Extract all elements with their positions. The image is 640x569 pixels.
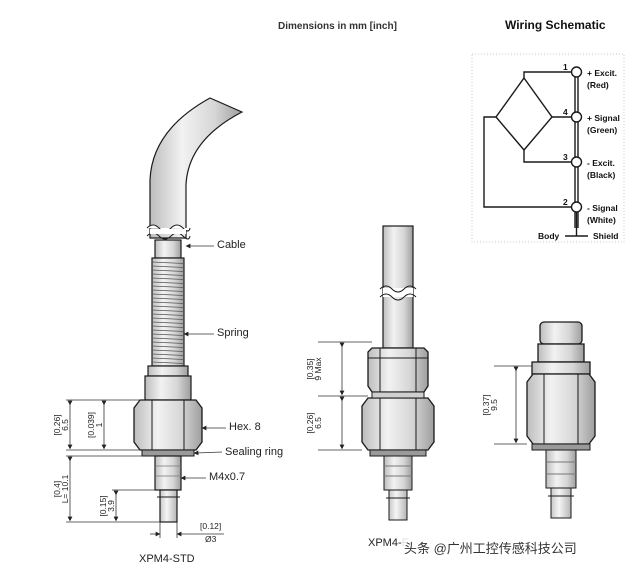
- dimensions-title: Dimensions in mm [inch]: [278, 21, 397, 32]
- terminal-1-pin: 1: [563, 62, 568, 72]
- terminal-2-label-color: (White): [587, 215, 616, 225]
- terminal-3-icon: [570, 156, 583, 168]
- terminal-1-label-color: (Red): [587, 80, 609, 90]
- watermark-text: 头条 @广州工控传感科技公司: [402, 537, 579, 558]
- terminal-4-pin: 4: [563, 107, 568, 117]
- spring-callout: Spring: [217, 327, 249, 339]
- hex-callout: Hex. 8: [229, 421, 261, 433]
- terminal-1-label: + Excit. (Red): [587, 67, 617, 91]
- terminal-2-label-name: - Signal: [587, 203, 618, 213]
- wiring-schematic-title: Wiring Schematic: [505, 18, 606, 32]
- terminal-2-icon: [570, 201, 583, 213]
- wiring-schematic: [471, 53, 625, 243]
- sensor-std-drawing: [133, 97, 244, 523]
- terminal-3-label-name: - Excit.: [587, 158, 615, 168]
- terminal-4-label-name: + Signal: [587, 113, 620, 123]
- sensor-std-dimensions: [66, 243, 226, 538]
- terminal-3-pin: 3: [563, 152, 568, 162]
- shield-label: Shield: [593, 231, 619, 241]
- terminal-4-label-color: (Green): [587, 125, 618, 135]
- terminal-1-label-name: + Excit.: [587, 68, 618, 78]
- sensor-f-drawing: [361, 225, 435, 521]
- sensor-f-dimensions: [318, 341, 372, 451]
- cable-callout: Cable: [217, 239, 246, 251]
- body-label: Body: [538, 231, 560, 241]
- sensor-3-drawing: [526, 321, 596, 519]
- bridge-circuit-icon: [495, 76, 553, 152]
- sealing-ring-callout: Sealing ring: [225, 446, 284, 458]
- model-f-label: XPM4-F: [368, 537, 409, 549]
- terminal-3-label: - Excit. (Black): [587, 157, 615, 181]
- terminal-3-label-color: (Black): [587, 170, 616, 180]
- terminal-1-icon: [570, 66, 583, 78]
- model-std-label: XPM4-STD: [139, 553, 195, 565]
- thread-callout: M4x0.7: [209, 471, 246, 483]
- terminal-4-label: + Signal (Green): [587, 112, 620, 136]
- terminal-2-label: - Signal (White): [587, 202, 618, 226]
- terminal-4-icon: [570, 111, 583, 123]
- sensor-3-dimensions: [494, 365, 532, 445]
- terminal-2-pin: 2: [563, 197, 568, 207]
